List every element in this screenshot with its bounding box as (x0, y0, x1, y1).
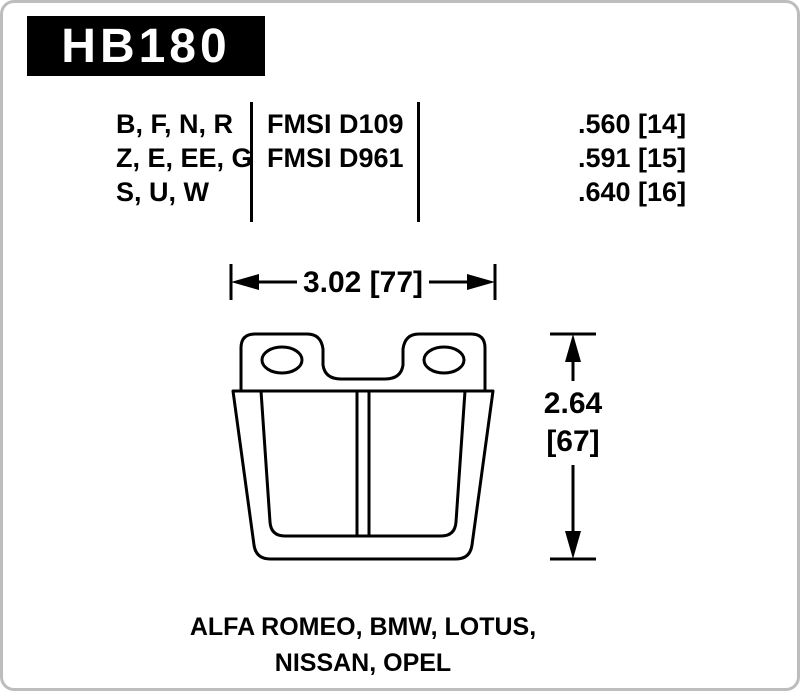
pad-outline (231, 332, 495, 561)
mounting-hole-right (422, 345, 466, 375)
width-dimension-label: 3.02 [77] (303, 266, 423, 299)
part-number-label: HB180 (61, 19, 231, 73)
compound-codes-row-2: Z, E, EE, G (116, 143, 253, 173)
pad-friction-material-outline (259, 390, 467, 538)
thickness-row-2: .591 [15] (578, 143, 687, 173)
fmsi-column: FMSI D109 FMSI D961 (267, 107, 404, 175)
compound-codes-row-3: S, U, W (116, 177, 209, 207)
vehicle-applications-line-2: NISSAN, OPEL (274, 649, 452, 677)
mounting-hole-left (260, 345, 304, 375)
fmsi-row-1: FMSI D109 (267, 109, 404, 139)
table-divider-right (417, 102, 420, 222)
brake-pad-technical-drawing: 3.02 [77] 2.64 [67] (229, 264, 603, 561)
height-dimension-label-mm: [67] (546, 425, 599, 458)
vehicle-applications: ALFA ROMEO, BMW, LOTUS, NISSAN, OPEL (63, 609, 663, 681)
thickness-row-1: .560 [14] (578, 109, 687, 139)
table-divider-left (250, 102, 253, 222)
vehicle-applications-line-1: ALFA ROMEO, BMW, LOTUS, (189, 613, 537, 641)
width-arrow-right-icon (467, 274, 495, 290)
thickness-row-3: .640 [16] (578, 177, 687, 207)
compound-codes-row-1: B, F, N, R (116, 109, 234, 139)
height-dimension-label-inches: 2.64 (544, 387, 603, 420)
fmsi-row-2: FMSI D961 (267, 143, 404, 173)
pad-backing-plate-outline (231, 332, 495, 561)
part-number-box: HB180 (27, 16, 265, 76)
width-arrow-left-icon (231, 274, 259, 290)
thickness-column: .560 [14] .591 [15] .640 [16] (578, 107, 686, 209)
height-arrow-up-icon (565, 334, 581, 362)
compound-codes-column: B, F, N, R Z, E, EE, G S, U, W (116, 107, 253, 209)
height-arrow-down-icon (565, 531, 581, 559)
